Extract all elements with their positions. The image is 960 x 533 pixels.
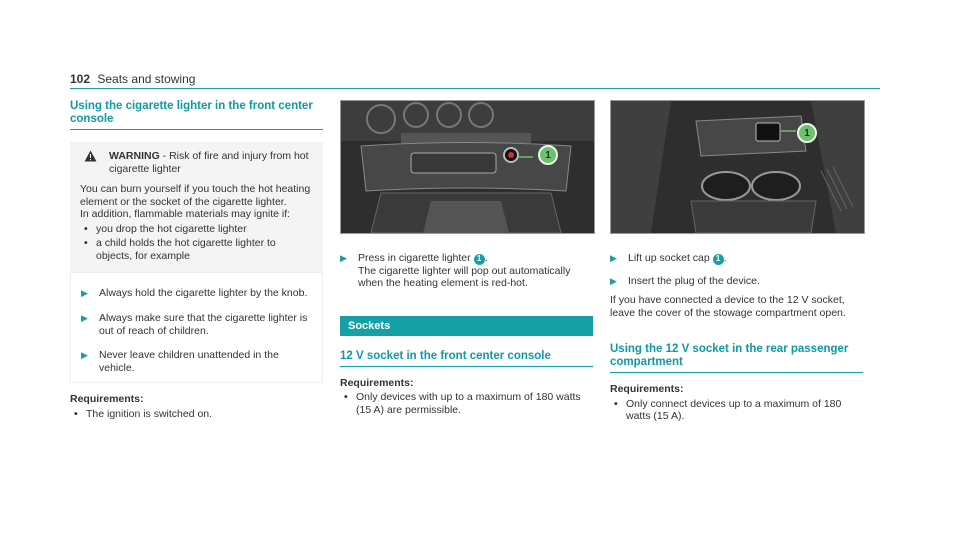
step-item: ▶Always hold the cigarette lighter by th…	[81, 287, 308, 299]
callout-marker: 1	[538, 145, 558, 165]
front-socket-heading: 12 V socket in the front center console	[340, 349, 551, 362]
column-right: 1 ▶ Lift up socket cap 1. ▶Insert the pl…	[610, 100, 865, 423]
requirements-label: Requirements:	[70, 393, 144, 405]
heading-divider	[340, 365, 593, 367]
heading-divider	[610, 372, 863, 373]
cigarette-lighter-heading: Using the cigarette lighter in the front…	[70, 100, 313, 125]
warning-header: WARNING - Risk of fire and injury from h…	[80, 150, 313, 175]
info-paragraph: If you have connected a device to the 12…	[610, 294, 846, 319]
warning-title: WARNING	[109, 150, 160, 162]
cigarette-lighter-photo: 1	[340, 100, 595, 234]
requirements: Requirements: •Only devices with up to a…	[340, 377, 593, 417]
page-number: 102	[70, 72, 91, 86]
page-header: 102 Seats and stowing	[70, 72, 195, 86]
list-item: •you drop the hot cigarette lighter	[84, 222, 247, 235]
sockets-section-title: Sockets	[340, 315, 593, 336]
warning-body-1: You can burn yourself if you touch the h…	[80, 183, 311, 208]
header-divider	[70, 88, 880, 89]
callout-marker: 1	[797, 123, 817, 143]
play-arrow-icon: ▶	[610, 253, 617, 263]
play-arrow-icon: ▶	[340, 253, 347, 263]
play-arrow-icon: ▶	[81, 313, 88, 323]
warning-triangle-icon	[84, 150, 97, 175]
play-arrow-icon: ▶	[81, 350, 88, 360]
warning-box: WARNING - Risk of fire and injury from h…	[70, 142, 323, 272]
play-arrow-icon: ▶	[610, 276, 617, 286]
step-item: ▶ Lift up socket cap 1.	[610, 252, 727, 265]
list-item: •a child holds the hot cigarette lighter…	[84, 237, 276, 262]
callout-badge: 1	[473, 253, 485, 265]
heading-divider	[70, 129, 323, 130]
play-arrow-icon: ▶	[81, 288, 88, 298]
step-item: ▶Always make sure that the cigarette lig…	[81, 312, 308, 337]
warning-body-2: In addition, flammable materials may ign…	[80, 208, 291, 220]
list-item: •The ignition is switched on.	[74, 407, 213, 420]
requirements-label: Requirements:	[340, 376, 414, 389]
column-left: Using the cigarette lighter in the front…	[70, 100, 323, 420]
step-item: ▶Never leave children unattended in the …	[81, 349, 279, 374]
list-item: •Only devices with up to a maximum of 18…	[344, 391, 581, 416]
section-title: Seats and stowing	[97, 72, 196, 86]
rear-socket-heading: Using the 12 V socket in the rear passen…	[610, 343, 849, 368]
safety-steps-box: ▶Always hold the cigarette lighter by th…	[70, 272, 323, 383]
socket-photo: 1	[610, 100, 865, 234]
callout-badge: 1	[712, 253, 724, 265]
warning-text: - Risk of fire and injury from hot cigar…	[109, 150, 309, 175]
step-item: ▶ Press in cigarette lighter 1.The cigar…	[340, 252, 571, 290]
requirements: Requirements: •Only connect devices up t…	[610, 383, 863, 423]
requirements: Requirements: •The ignition is switched …	[70, 393, 323, 420]
column-middle: 1 ▶ Press in cigarette lighter 1.The cig…	[340, 100, 595, 417]
list-item: •Only connect devices up to a maximum of…	[614, 397, 842, 423]
step-item: ▶Insert the plug of the device.	[610, 275, 760, 287]
requirements-label: Requirements:	[610, 383, 684, 395]
